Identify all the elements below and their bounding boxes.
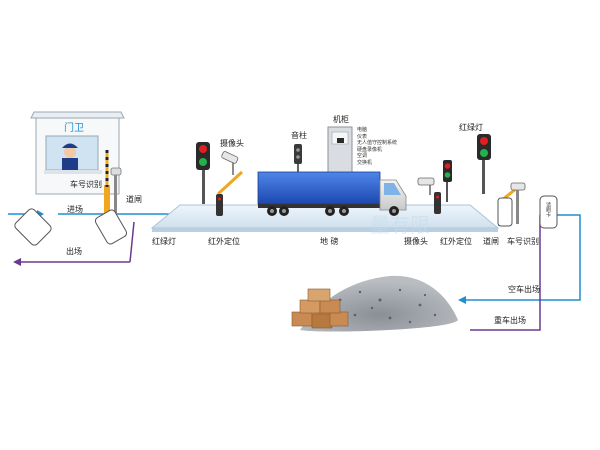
traffic-light-right-label: 红绿灯 [459, 123, 483, 132]
scale-label: 地 磅 [320, 237, 339, 246]
barrier-right-label: 道闸 [483, 237, 499, 246]
stacked-boxes [291, 288, 349, 329]
traffic-light-left-label: 红绿灯 [152, 237, 176, 246]
card-sign-left-1 [14, 208, 52, 246]
plate-camera-left [110, 167, 122, 213]
card-sign-left-2 [94, 209, 128, 245]
speaker-column [294, 144, 302, 176]
return-flow-arrows [458, 214, 581, 331]
camera-right [417, 177, 435, 195]
entry-label: 进场 [67, 205, 83, 214]
guard-house [30, 111, 125, 195]
cabinet-item: 硬盘录像机 [357, 146, 383, 153]
barrier-left-label: 道闸 [126, 195, 142, 204]
speaker-column-label: 音柱 [291, 131, 307, 140]
plate-recognition-right-label: 车号识别 [507, 237, 539, 246]
camera-left-label: 摄像头 [220, 139, 244, 148]
cabinet-item: 交换机 [357, 159, 373, 166]
plate-recognition-left-label: 车号识别 [70, 180, 102, 189]
empty-exit-label: 空车出场 [508, 285, 540, 294]
guard-house-label: 门卫 [64, 123, 84, 134]
ir-left-label: 红外定位 [208, 237, 240, 246]
ir-right-label: 红外定位 [440, 237, 472, 246]
camera-left [221, 151, 239, 175]
barrier-arm-mid [216, 170, 244, 196]
cabinet-item-list: 电脑 仪表 无人值守控制系统 硬盘录像机 空调 交换机 [357, 127, 397, 167]
cabinet-item: 无人值守控制系统 [357, 140, 398, 147]
cabinet-item: 空调 [357, 153, 368, 160]
camera-right-label: 摄像头 [404, 237, 428, 246]
weighbridge-platform [150, 204, 500, 229]
cabinet-item: 电脑 [357, 127, 368, 133]
truck [257, 171, 407, 216]
cabinet-label: 机柜 [333, 115, 349, 124]
plate-camera-right [510, 182, 526, 224]
card-sign-right-2 [539, 195, 558, 229]
traffic-light-left [196, 142, 210, 204]
barrier-gate-left [104, 150, 110, 215]
traffic-light-right [443, 134, 491, 202]
exit-flow-arrow [13, 221, 135, 266]
ir-post-left [216, 194, 223, 216]
exit-label: 出场 [66, 247, 82, 256]
ir-post-right [434, 192, 441, 214]
card-sign-right-text: 请刷卡 [545, 202, 551, 217]
loaded-exit-label: 重车出场 [494, 316, 526, 325]
card-sign-right-1 [497, 197, 513, 227]
watermark: 量有限 [370, 213, 430, 237]
cabinet-item: 仪表 [357, 133, 368, 140]
